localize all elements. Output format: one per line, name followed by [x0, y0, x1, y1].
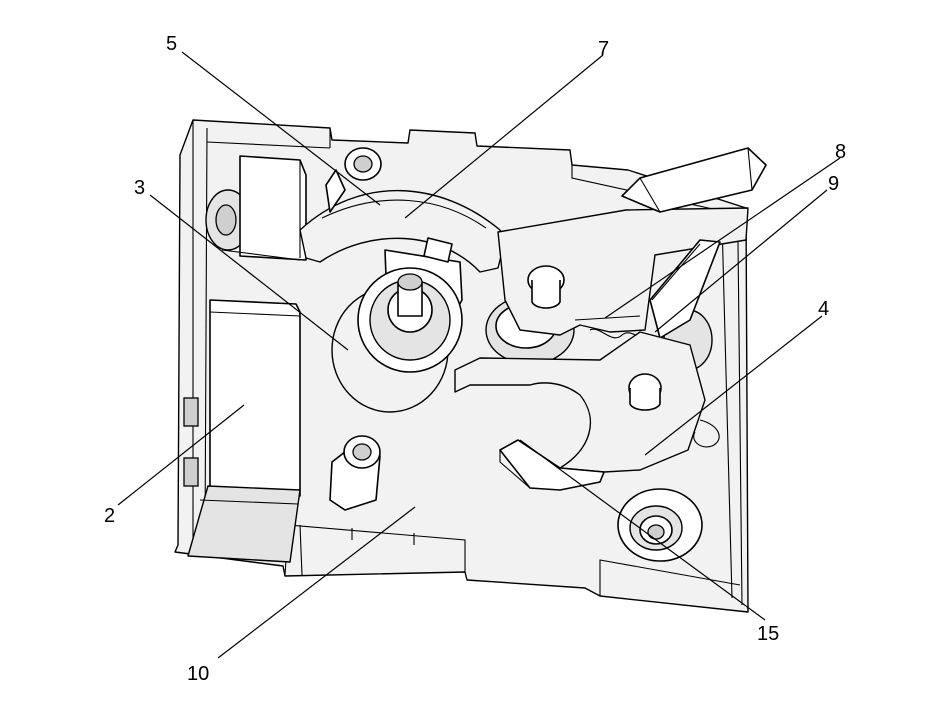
leader-8	[604, 157, 841, 319]
part-7-arc-lever	[299, 147, 506, 273]
left-roller	[205, 189, 251, 251]
leader-2	[117, 404, 245, 506]
part-9-bracket	[649, 239, 721, 339]
leader-9	[654, 189, 828, 333]
callout-7: 7	[598, 38, 609, 60]
upper-left-block	[221, 155, 307, 261]
part-15-roller	[617, 488, 703, 562]
leader-5	[181, 51, 381, 206]
callout-5: 5	[166, 33, 177, 55]
callout-8: 8	[835, 141, 846, 163]
callout-2: 2	[104, 505, 115, 527]
callout-10: 10	[187, 663, 209, 685]
leader-3	[149, 194, 349, 351]
lower-pin	[329, 435, 381, 511]
leader-lines	[117, 51, 841, 659]
part-4-catch	[454, 331, 720, 473]
leader-7	[404, 54, 604, 219]
leader-4	[644, 315, 823, 456]
callout-labels: 5 7 3 8 9 4 2 10 15	[104, 33, 846, 685]
callout-15: 15	[757, 623, 779, 645]
part-10-slider-plate	[499, 439, 605, 491]
leader-10	[217, 506, 416, 659]
callout-3: 3	[134, 177, 145, 199]
callout-4: 4	[818, 298, 829, 320]
leader-15	[519, 439, 766, 621]
part-2-slider	[183, 299, 301, 563]
callout-9: 9	[828, 173, 839, 195]
release-lever-arm	[621, 147, 767, 213]
part-3-cam	[331, 237, 463, 413]
part-8-pawl	[497, 207, 749, 336]
